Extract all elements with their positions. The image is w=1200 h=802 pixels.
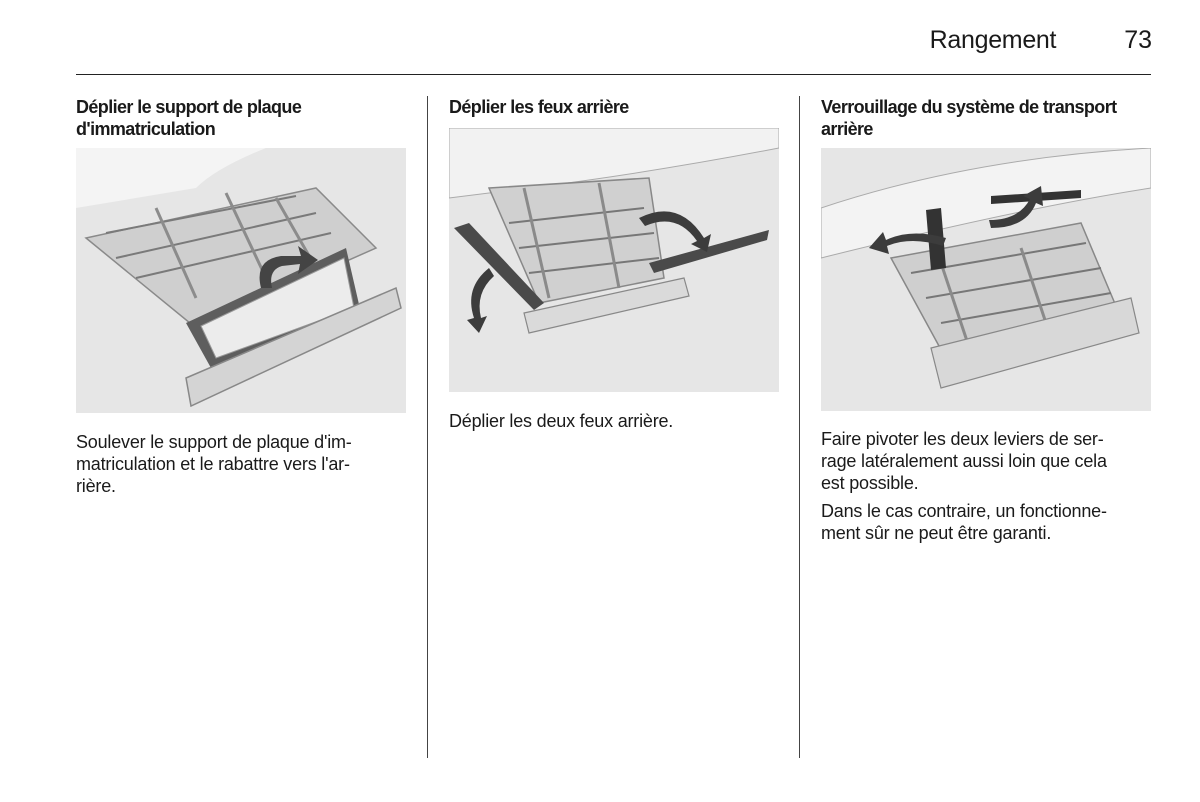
column-rear-lights: Déplier les feux arrière Déplier les deu… — [449, 96, 779, 432]
column-plate-holder: Déplier le support de plaque d'immatricu… — [76, 96, 406, 497]
body-paragraph: Déplier les deux feux arrière. — [449, 410, 779, 432]
body-paragraph: Faire pivoter les deux leviers de ser- r… — [821, 428, 1153, 494]
header-rule — [76, 74, 1151, 75]
page-number: 73 — [1124, 26, 1152, 54]
column-divider-2 — [799, 96, 800, 758]
text-line: Déplier les deux feux arrière. — [449, 411, 674, 431]
body-paragraph: Dans le cas contraire, un fonctionne- me… — [821, 500, 1153, 544]
lever-right-arrow-icon — [989, 186, 1043, 228]
fold-arrow-icon — [259, 246, 318, 288]
column-divider-1 — [427, 96, 428, 758]
text-line: matriculation et le rabattre vers l'ar- — [76, 454, 350, 474]
text-line: Soulever le support de plaque d'im- — [76, 432, 352, 452]
lever-left-arrow-icon — [869, 232, 946, 254]
illustration-plate-holder — [76, 148, 406, 413]
illustration-rear-lights — [449, 128, 779, 392]
title-line: d'immatriculation — [76, 119, 216, 139]
column-rear-carrier-lock: Verrouillage du système de transport arr… — [821, 96, 1153, 544]
text-line: Dans le cas contraire, un fonctionne- — [821, 501, 1107, 521]
column-title: Déplier le support de plaque d'immatricu… — [76, 96, 406, 140]
text-line: ment sûr ne peut être garanti. — [821, 523, 1052, 543]
text-line: rière. — [76, 476, 116, 496]
body-paragraph: Soulever le support de plaque d'im- matr… — [76, 431, 406, 497]
fold-right-arrow-icon — [639, 211, 711, 252]
section-title: Rangement — [929, 26, 1057, 54]
title-line: Verrouillage du système de transport — [821, 97, 1117, 117]
title-line: Déplier les feux arrière — [449, 97, 629, 117]
page-header: Rangement 73 — [930, 26, 1152, 56]
column-title: Verrouillage du système de transport arr… — [821, 96, 1153, 140]
illustration-carrier-lock — [821, 148, 1151, 411]
fold-left-arrow-icon — [467, 268, 494, 333]
title-line: arrière — [821, 119, 873, 139]
text-line: Faire pivoter les deux leviers de ser- — [821, 429, 1104, 449]
column-title: Déplier les feux arrière — [449, 96, 779, 118]
text-line: est possible. — [821, 473, 919, 493]
text-line: rage latéralement aussi loin que cela — [821, 451, 1107, 471]
title-line: Déplier le support de plaque — [76, 97, 302, 117]
